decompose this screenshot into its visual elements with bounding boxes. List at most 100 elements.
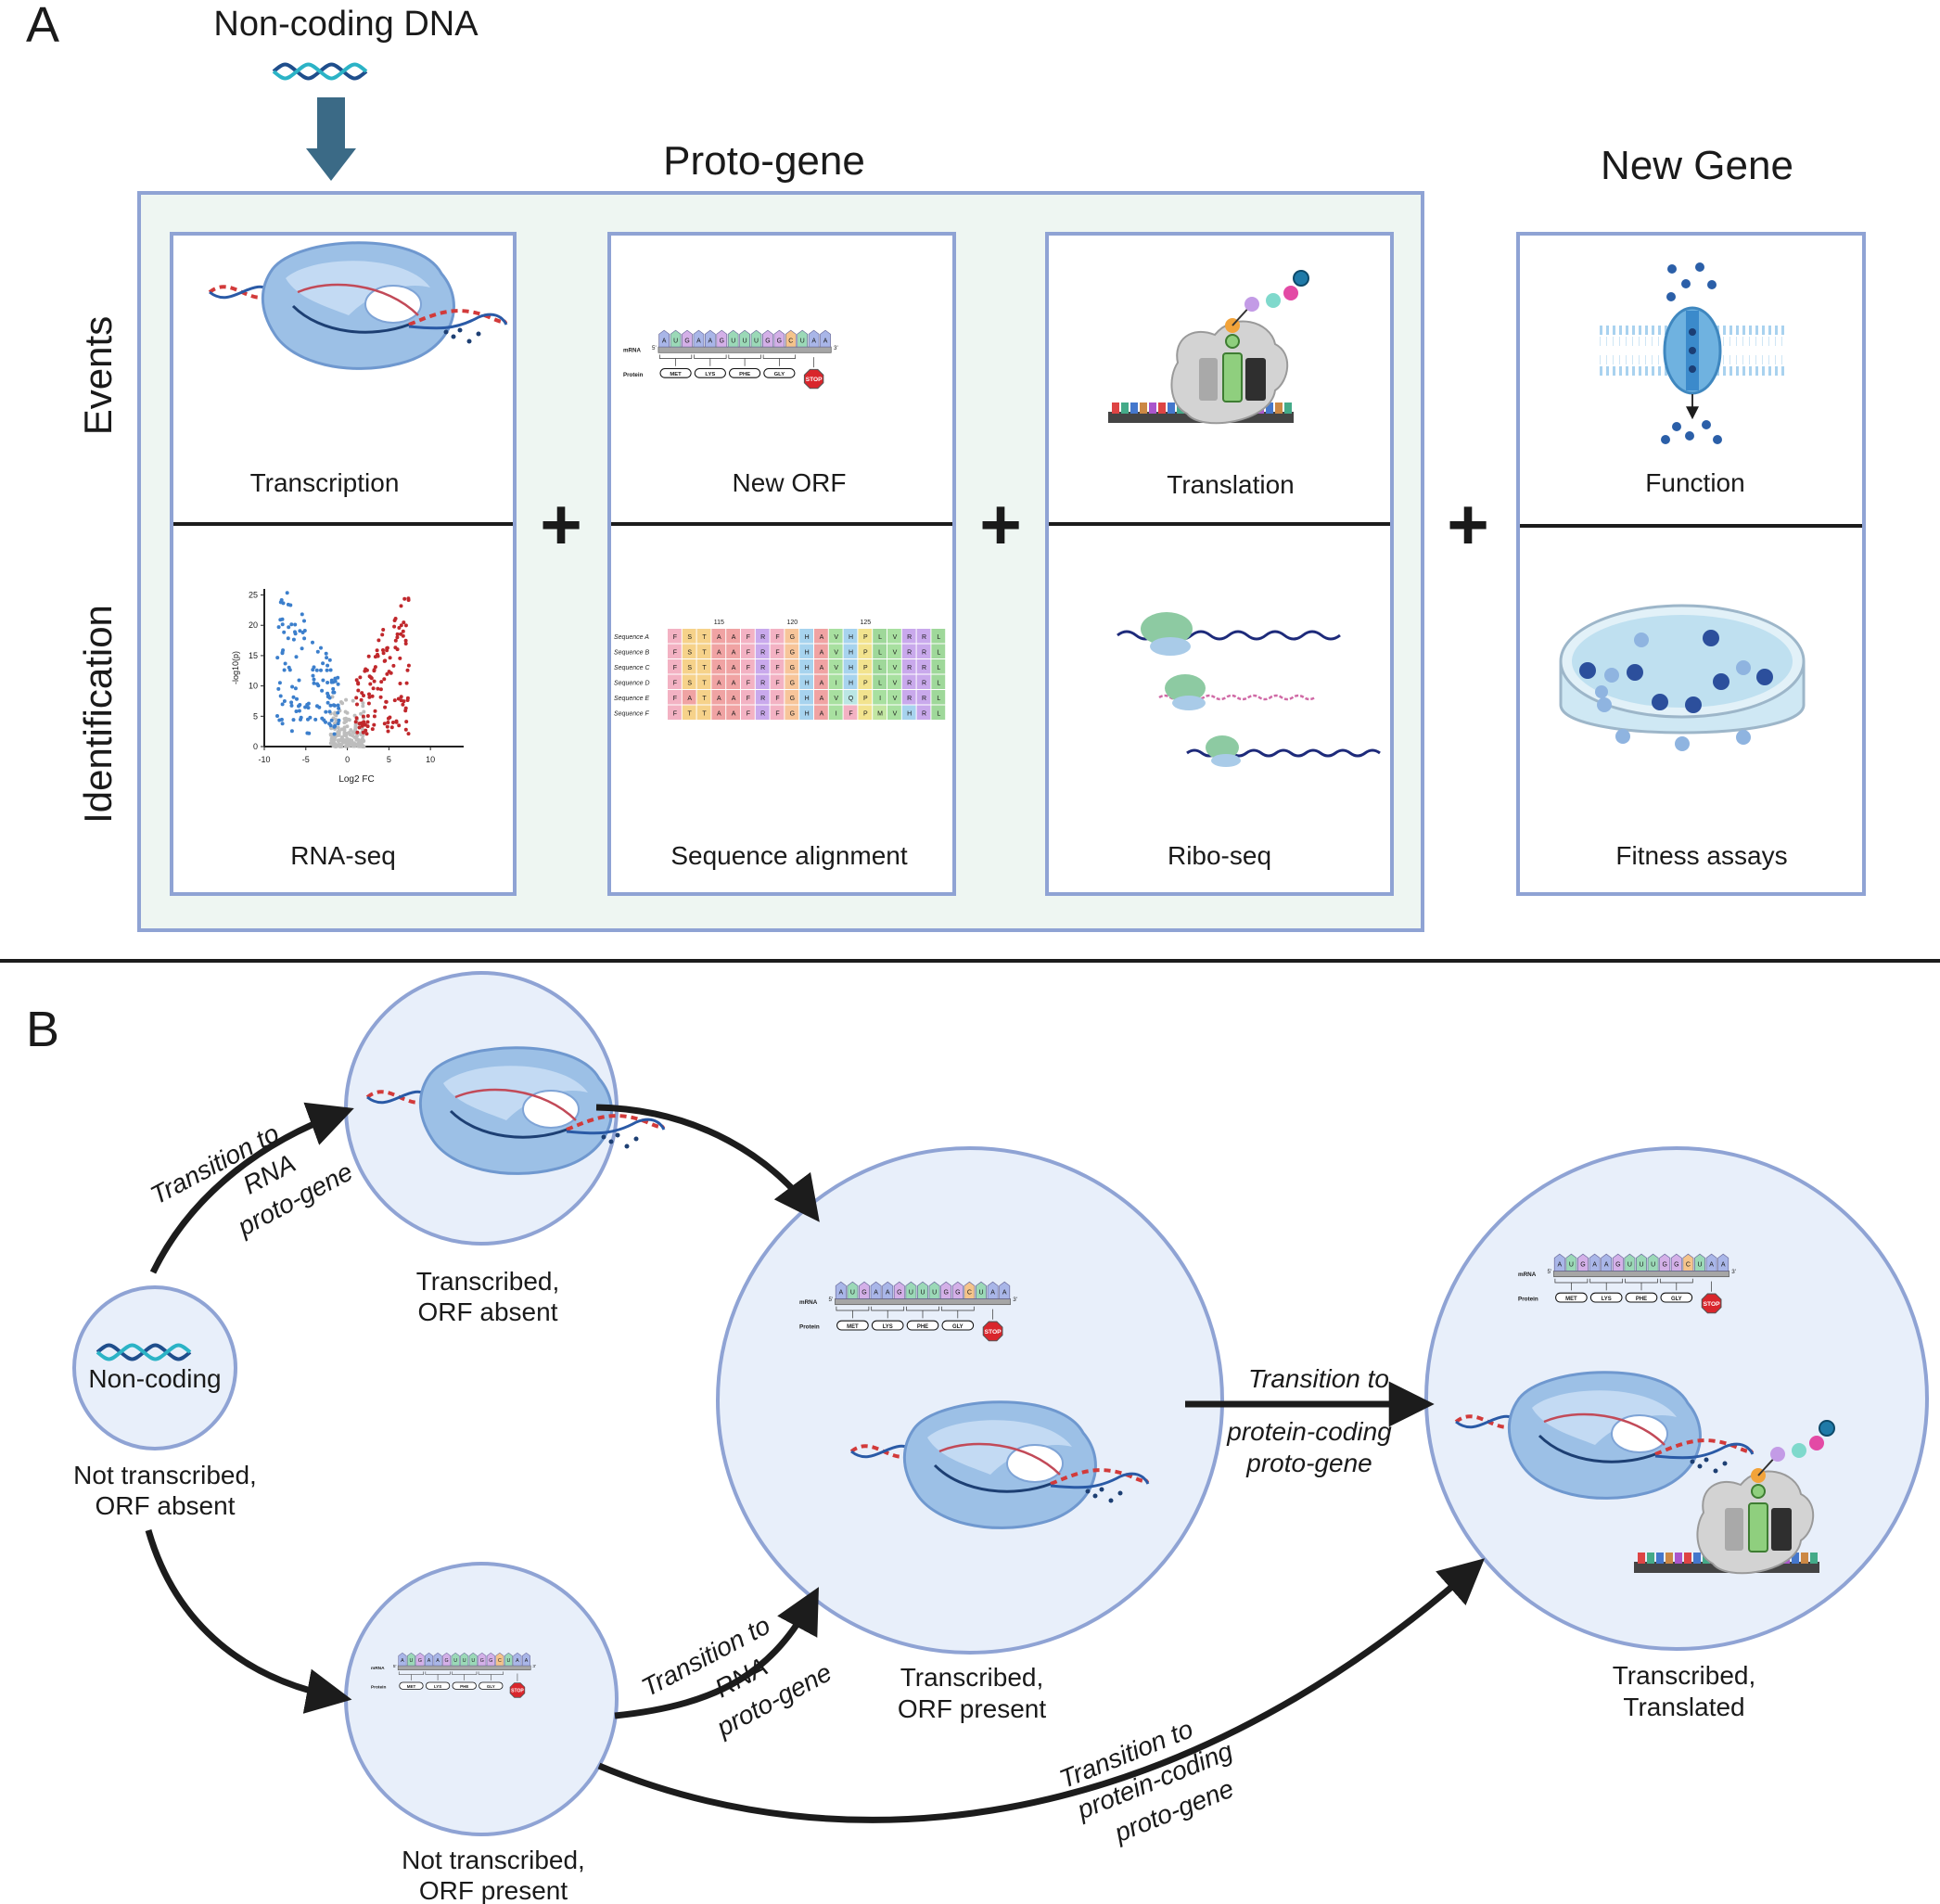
- y-tick-label: 0: [253, 742, 258, 751]
- amino-acid: PHE: [906, 1306, 939, 1331]
- volcano-point: [324, 709, 328, 714]
- volcano-point: [336, 738, 340, 743]
- volcano-point: [401, 633, 405, 638]
- volcano-point: [381, 628, 386, 632]
- svg-text:R: R: [922, 681, 926, 687]
- alignment-cell: A: [711, 629, 726, 644]
- svg-text:R: R: [922, 634, 926, 641]
- svg-text:R: R: [907, 634, 912, 641]
- arrow-orf-to-translated: [597, 1558, 1486, 1823]
- amino-acid: MET: [658, 354, 693, 378]
- svg-text:H: H: [805, 634, 810, 641]
- protein-label: Protein: [799, 1324, 820, 1331]
- svg-text:H: H: [805, 681, 810, 687]
- svg-text:MET: MET: [1565, 1297, 1577, 1302]
- svg-text:L: L: [937, 681, 940, 687]
- volcano-point: [381, 648, 385, 652]
- volcano-point: [375, 648, 379, 653]
- volcano-point: [286, 636, 290, 641]
- y-tick-label: 25: [249, 591, 258, 600]
- volcano-point: [278, 694, 283, 698]
- volcano-point: [329, 741, 334, 746]
- svg-text:A: A: [732, 681, 736, 687]
- volcano-point: [371, 686, 376, 691]
- volcano-point: [347, 718, 351, 722]
- svg-text:R: R: [760, 711, 765, 718]
- alignment-cell: A: [682, 690, 696, 705]
- volcano-point: [385, 671, 389, 676]
- volcano-point: [393, 638, 398, 643]
- alignment-cell: T: [696, 644, 711, 658]
- translated-caption-1: Transcribed,: [1613, 1661, 1756, 1690]
- svg-text:A: A: [732, 665, 736, 671]
- x-tick-label: -10: [258, 755, 270, 764]
- svg-text:V: V: [834, 634, 838, 641]
- svg-text:U: U: [1651, 1262, 1655, 1269]
- alignment-cell: A: [726, 674, 740, 689]
- volcano-point: [342, 725, 347, 730]
- alignment-cell: F: [770, 690, 785, 705]
- svg-text:U: U: [471, 1658, 475, 1664]
- volcano-point: [382, 677, 387, 682]
- svg-text:U: U: [453, 1658, 457, 1664]
- alignment-cell: H: [843, 674, 858, 689]
- svg-text:A: A: [886, 1290, 890, 1297]
- svg-text:I: I: [836, 711, 837, 718]
- svg-text:A: A: [820, 650, 824, 657]
- svg-text:GLY: GLY: [487, 1684, 495, 1689]
- protein-label: Protein: [1518, 1297, 1538, 1303]
- volcano-point: [321, 678, 325, 683]
- volcano-point: [334, 713, 338, 718]
- mrna-label: mRNA: [371, 1666, 385, 1671]
- new-gene-title: New Gene: [1601, 143, 1793, 188]
- nucleotide: G: [1612, 1253, 1624, 1271]
- nucleotide: G: [1670, 1253, 1682, 1271]
- svg-text:V: V: [893, 696, 898, 702]
- svg-text:A: A: [687, 696, 692, 702]
- svg-text:STOP: STOP: [511, 1688, 524, 1693]
- volcano-point: [306, 706, 311, 710]
- volcano-point: [402, 620, 406, 625]
- svg-text:H: H: [849, 665, 853, 671]
- svg-text:A: A: [1709, 1262, 1714, 1269]
- svg-text:R: R: [760, 665, 765, 671]
- volcano-point: [372, 669, 377, 673]
- panel-a-letter: A: [26, 0, 59, 53]
- volcano-point: [373, 665, 377, 670]
- volcano-point: [276, 686, 281, 691]
- alignment-cell: F: [770, 629, 785, 644]
- volcano-point: [359, 697, 364, 702]
- volcano-point: [376, 686, 380, 691]
- volcano-point: [295, 696, 299, 701]
- volcano-point: [317, 705, 322, 709]
- x-tick-label: 5: [387, 755, 391, 764]
- volcano-point: [402, 699, 406, 704]
- svg-text:F: F: [775, 711, 779, 718]
- volcano-point: [395, 632, 400, 636]
- volcano-point: [367, 674, 372, 679]
- svg-text:L: L: [937, 665, 940, 671]
- translated-caption-2: Translated: [1623, 1693, 1744, 1721]
- volcano-point: [388, 656, 392, 660]
- y-tick-label: 5: [253, 711, 258, 721]
- svg-text:P: P: [863, 711, 868, 718]
- svg-text:A: A: [1557, 1262, 1562, 1269]
- volcano-point: [283, 661, 287, 666]
- alignment-cell: L: [931, 674, 946, 689]
- svg-text:F: F: [747, 634, 750, 641]
- down-arrow-icon: [306, 97, 356, 181]
- volcano-point: [311, 668, 315, 672]
- volcano-point: [382, 722, 387, 726]
- transcribed-caption-2: ORF absent: [418, 1297, 558, 1326]
- svg-text:G: G: [1580, 1262, 1585, 1269]
- volcano-point: [319, 668, 323, 672]
- non-coding-dna-label: Non-coding DNA: [213, 5, 479, 44]
- volcano-point: [290, 684, 295, 689]
- volcano-point: [325, 681, 330, 684]
- alignment-cell: F: [770, 659, 785, 674]
- volcano-point: [343, 709, 348, 714]
- volcano-point: [355, 730, 360, 735]
- volcano-point: [345, 739, 350, 744]
